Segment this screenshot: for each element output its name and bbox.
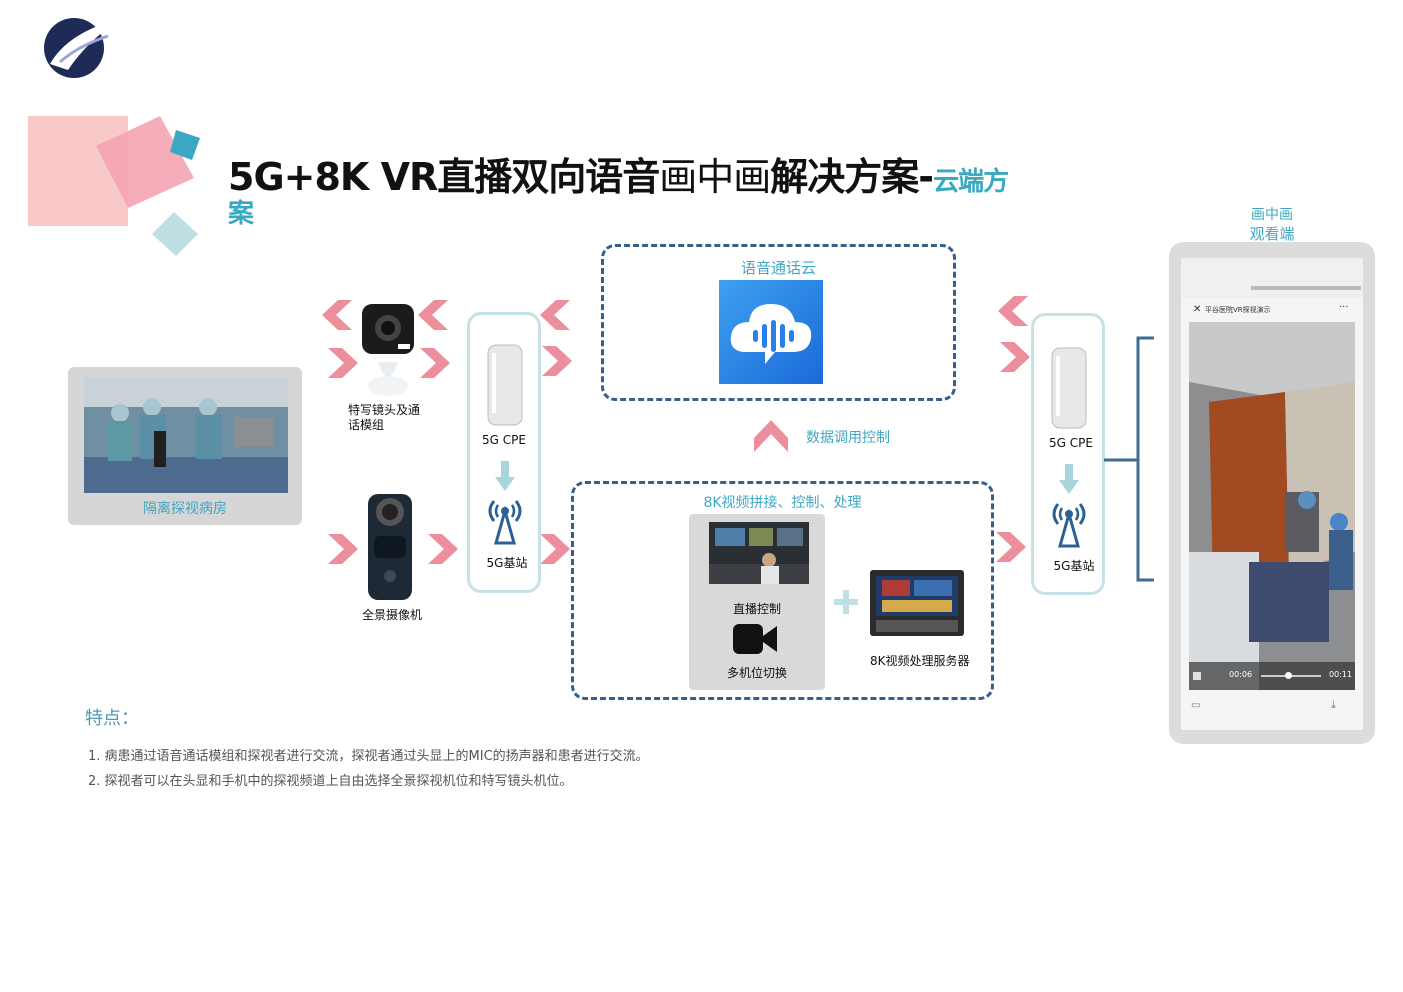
close-icon[interactable]: ✕ — [1193, 304, 1202, 315]
closeup-camera-icon — [360, 302, 416, 398]
progress-thumb[interactable] — [1285, 672, 1292, 679]
volume-icon[interactable] — [1193, 672, 1201, 680]
arrow-right-6 — [428, 534, 458, 564]
video-camera-icon — [733, 624, 777, 654]
arrow-right-4 — [1000, 342, 1030, 372]
voice-cloud-label: 语音通话云 — [740, 259, 816, 277]
title-main2: 解决方案- — [770, 155, 934, 199]
connector-bracket — [1104, 336, 1154, 582]
cpe-right-label: 5G CPE — [1049, 436, 1093, 450]
page-title: 5G+8K VR直播双向语音画中画解决方案-云端方 — [228, 146, 1009, 201]
time-total: 00:11 — [1329, 670, 1353, 679]
bottom-toolbar: ▭ ⤓ — [1181, 698, 1363, 720]
feature-item-2: 2. 探视者可以在头显和手机中的探视频道上自由选择全景探视机位和特写镜头机位。 — [88, 774, 573, 789]
video-player[interactable]: 00:06 00:11 — [1189, 322, 1355, 690]
control-room-photo — [709, 522, 809, 584]
ward-panel: 隔离探视病房 — [68, 367, 302, 525]
arrow-right-1 — [328, 348, 358, 378]
station-right-label: 5G基站 — [1053, 559, 1095, 573]
phone-screen: ✕ 平谷医院VR探视演示 ··· 00:06 00:11 — [1181, 258, 1363, 730]
title-sub-line2: 案 — [228, 199, 255, 229]
arrow-right-5 — [328, 534, 358, 564]
left-5g-group: 5G CPE 5G基站 — [467, 312, 541, 593]
multi-switch-label: 多机位切换 — [726, 666, 787, 680]
cpe-router-icon — [1051, 347, 1087, 429]
arrow-left-4 — [998, 296, 1028, 326]
status-bar — [1181, 258, 1363, 298]
save-icon[interactable]: ▭ — [1191, 700, 1201, 711]
arrow-up — [754, 420, 788, 452]
voice-cloud-box: 语音通话云 — [601, 244, 956, 401]
server-label: 8K视频处理服务器 — [870, 654, 970, 668]
cpe-left-label: 5G CPE — [482, 433, 526, 447]
panorama-camera-icon — [366, 492, 414, 602]
decor-shapes — [28, 116, 208, 261]
time-current: 00:06 — [1229, 670, 1253, 679]
arrow-right-7 — [540, 534, 570, 564]
down-arrow-icon — [495, 461, 515, 491]
app-title: 平谷医院VR探视演示 — [1205, 306, 1271, 314]
download-icon[interactable]: ⤓ — [1331, 698, 1336, 711]
arrow-right-3 — [542, 346, 572, 376]
processing-box: 8K视频拼接、控制、处理 直播控制 多机位切换 — [571, 481, 994, 700]
panorama-label: 全景摄像机 — [362, 608, 423, 622]
live-control-label: 直播控制 — [732, 602, 781, 616]
arrow-right-8 — [996, 532, 1026, 562]
viewer-device: ✕ 平谷医院VR探视演示 ··· 00:06 00:11 — [1169, 242, 1375, 744]
data-control-label: 数据调用控制 — [806, 430, 890, 446]
arrow-right-2 — [420, 348, 450, 378]
base-station-icon — [488, 500, 522, 545]
company-logo — [38, 12, 126, 80]
processing-label: 8K视频拼接、控制、处理 — [703, 495, 862, 511]
arrow-left-2 — [418, 300, 448, 330]
ward-photo — [84, 377, 288, 493]
more-icon[interactable]: ··· — [1339, 302, 1349, 313]
control-panel: 直播控制 多机位切换 — [689, 514, 825, 690]
arrow-left-1 — [322, 300, 352, 330]
viewer-label-2: 观看端 — [1249, 225, 1295, 243]
feature-item-1: 1. 病患通过语音通话模组和探视者进行交流，探视者通过头显上的MIC的扬声器和患… — [88, 749, 649, 764]
viewer-label-1: 画中画 — [1251, 207, 1293, 223]
cpe-router-icon — [487, 344, 523, 426]
arrow-left-3 — [540, 300, 570, 330]
title-main: 5G+8K VR直播双向语音 — [228, 155, 660, 199]
station-left-label: 5G基站 — [486, 556, 528, 570]
ward-label: 隔离探视病房 — [143, 501, 227, 517]
right-5g-group: 5G CPE 5G基站 — [1031, 313, 1105, 595]
status-icons — [1251, 286, 1361, 290]
title-sub: 云端方 — [933, 167, 1009, 197]
voice-cloud-icon — [719, 280, 823, 384]
features-title: 特点： — [85, 708, 139, 729]
video-server-icon — [868, 564, 966, 640]
closeup-label: 特写镜头及通 话模组 — [348, 403, 421, 432]
base-station-icon — [1052, 503, 1086, 548]
down-arrow-icon — [1059, 464, 1079, 494]
plus-icon — [834, 590, 858, 614]
app-header: ✕ 平谷医院VR探视演示 ··· — [1181, 302, 1363, 320]
title-pip: 画中画 — [659, 155, 771, 199]
